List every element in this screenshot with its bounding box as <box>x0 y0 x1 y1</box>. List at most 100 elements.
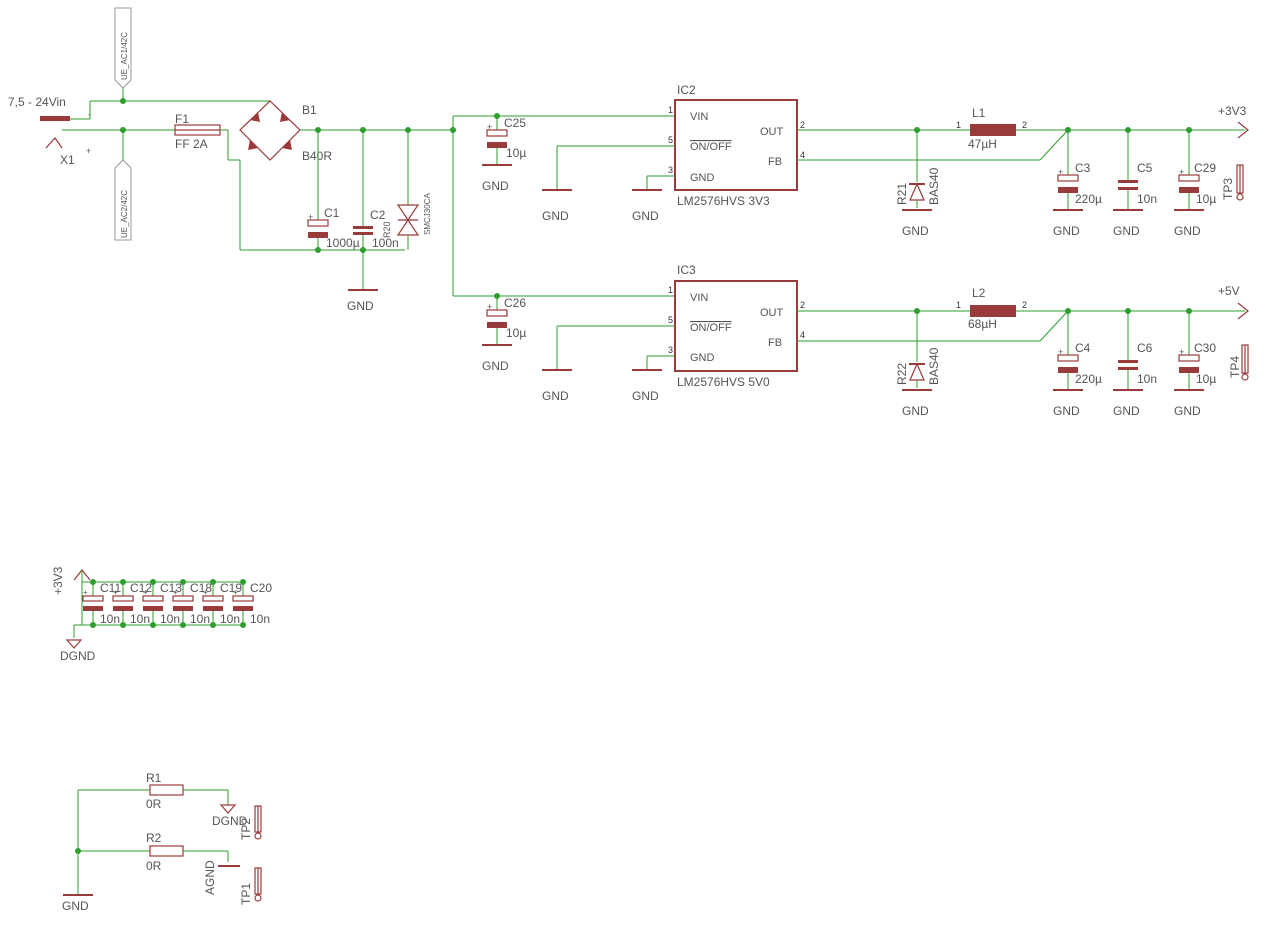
svg-text:GND: GND <box>632 389 659 403</box>
output-5v: L2 68µH 1 2 R22 BAS40 GND + C4 220µ GND <box>797 284 1249 418</box>
svg-text:R1: R1 <box>146 771 162 785</box>
svg-text:FB: FB <box>768 337 782 349</box>
cap-value-label: 10n <box>130 612 150 626</box>
svg-text:2: 2 <box>1022 300 1027 310</box>
output-3v3: L1 47µH 1 2 R21 BAS40 GND + C3 220µ GND <box>797 104 1249 238</box>
svg-text:+: + <box>1058 347 1063 357</box>
svg-text:C2: C2 <box>370 208 386 222</box>
svg-text:GND: GND <box>902 224 929 238</box>
svg-text:LM2576HVS 5V0: LM2576HVS 5V0 <box>677 375 770 389</box>
svg-text:DGND: DGND <box>212 814 248 828</box>
svg-text:68µH: 68µH <box>968 317 997 331</box>
svg-text:ON/OFF: ON/OFF <box>690 322 732 334</box>
svg-text:100n: 100n <box>372 236 399 250</box>
capacitor-c26: + C26 10µ GND <box>482 296 526 373</box>
cap-name-label: C19 <box>220 581 242 595</box>
svg-text:+: + <box>143 588 148 597</box>
svg-text:L2: L2 <box>972 286 986 300</box>
svg-text:+3V3: +3V3 <box>51 566 65 595</box>
svg-text:F1: F1 <box>175 112 189 126</box>
svg-text:5: 5 <box>668 315 673 325</box>
cap-value-label: 10n <box>220 612 240 626</box>
svg-text:TP1: TP1 <box>239 883 253 905</box>
vin-bus <box>450 113 675 299</box>
bridge-rectifier-b1: B1 B40R <box>239 100 455 251</box>
svg-text:+: + <box>487 122 492 132</box>
svg-text:GND: GND <box>542 389 569 403</box>
svg-text:TP4: TP4 <box>1228 356 1242 378</box>
svg-text:+: + <box>173 588 178 597</box>
ground-links: GND R1 0R DGND TP2 R2 0R AGND TP1 <box>62 771 262 913</box>
connector-x1: X1 - + <box>40 109 91 167</box>
svg-text:0R: 0R <box>146 797 162 811</box>
svg-text:10n: 10n <box>1137 372 1157 386</box>
svg-text:UE_AC2/42C: UE_AC2/42C <box>120 190 129 238</box>
svg-text:GND: GND <box>1113 224 1140 238</box>
ue-ac2-label: UE_AC2/42C <box>114 130 132 241</box>
svg-text:VIN: VIN <box>690 292 708 304</box>
svg-text:C26: C26 <box>504 296 526 310</box>
decoupling-capacitor: + C20 10n <box>232 579 272 628</box>
svg-text:R2: R2 <box>146 831 162 845</box>
cap-value-label: 10n <box>160 612 180 626</box>
svg-text:1: 1 <box>956 120 961 130</box>
svg-text:220µ: 220µ <box>1075 192 1102 206</box>
cap-name-label: C11 <box>100 581 121 595</box>
svg-text:LM2576HVS 3V3: LM2576HVS 3V3 <box>677 194 770 208</box>
svg-text:L1: L1 <box>972 106 986 120</box>
svg-text:+: + <box>487 302 492 312</box>
input-section: UE_AC1/42C UE_AC2/42C 7,5 - 24Vin X1 - + <box>8 7 270 241</box>
svg-text:1: 1 <box>668 105 673 115</box>
svg-text:IC3: IC3 <box>677 263 696 277</box>
svg-text:GND: GND <box>482 359 509 373</box>
svg-text:2: 2 <box>800 300 805 310</box>
svg-text:1: 1 <box>956 300 961 310</box>
svg-text:GND: GND <box>632 209 659 223</box>
svg-text:10µ: 10µ <box>506 146 526 160</box>
cap-value-label: 10n <box>190 612 210 626</box>
cap-value-label: 10n <box>100 612 120 626</box>
svg-text:3: 3 <box>668 345 673 355</box>
svg-text:GND: GND <box>1053 224 1080 238</box>
svg-text:2: 2 <box>1022 120 1027 130</box>
svg-text:+: + <box>233 588 238 597</box>
svg-text:+: + <box>308 212 313 222</box>
svg-text:1: 1 <box>668 285 673 295</box>
cap-name-label: C20 <box>250 581 272 595</box>
svg-text:FB: FB <box>768 156 782 168</box>
svg-text:IC2: IC2 <box>677 83 696 97</box>
svg-text:C4: C4 <box>1075 341 1091 355</box>
svg-text:+5V: +5V <box>1218 284 1240 298</box>
svg-text:ON/OFF: ON/OFF <box>690 141 732 153</box>
svg-text:C25: C25 <box>504 116 526 130</box>
svg-text:R21: R21 <box>895 183 909 205</box>
regulator-ic2: IC2 LM2576HVS 3V3 VIN ON/OFF GND OUT FB … <box>542 83 805 223</box>
cap-value-label: 10n <box>250 612 270 626</box>
svg-text:C1: C1 <box>324 206 340 220</box>
svg-text:R22: R22 <box>895 363 909 385</box>
svg-text:GND: GND <box>1174 404 1201 418</box>
svg-text:B40R: B40R <box>302 149 332 163</box>
svg-text:GND: GND <box>902 404 929 418</box>
svg-text:10µ: 10µ <box>1196 192 1216 206</box>
cap-name-label: C13 <box>160 581 182 595</box>
svg-text:10µ: 10µ <box>506 326 526 340</box>
svg-text:0R: 0R <box>146 859 162 873</box>
svg-text:C6: C6 <box>1137 341 1153 355</box>
svg-text:+: + <box>1179 167 1184 177</box>
svg-text:SMCJ30CA: SMCJ30CA <box>423 193 432 235</box>
svg-text:+: + <box>203 588 208 597</box>
svg-text:5: 5 <box>668 135 673 145</box>
svg-text:+: + <box>86 146 91 156</box>
svg-text:C5: C5 <box>1137 161 1153 175</box>
svg-text:UE_AC1/42C: UE_AC1/42C <box>120 32 129 80</box>
svg-text:TP2: TP2 <box>239 818 253 840</box>
svg-text:+: + <box>1179 347 1184 357</box>
decoupling-bank: +3V3 DGND +C1110n+C1210n+C1310n+C1810n+C… <box>51 566 272 663</box>
svg-text:3: 3 <box>668 165 673 175</box>
